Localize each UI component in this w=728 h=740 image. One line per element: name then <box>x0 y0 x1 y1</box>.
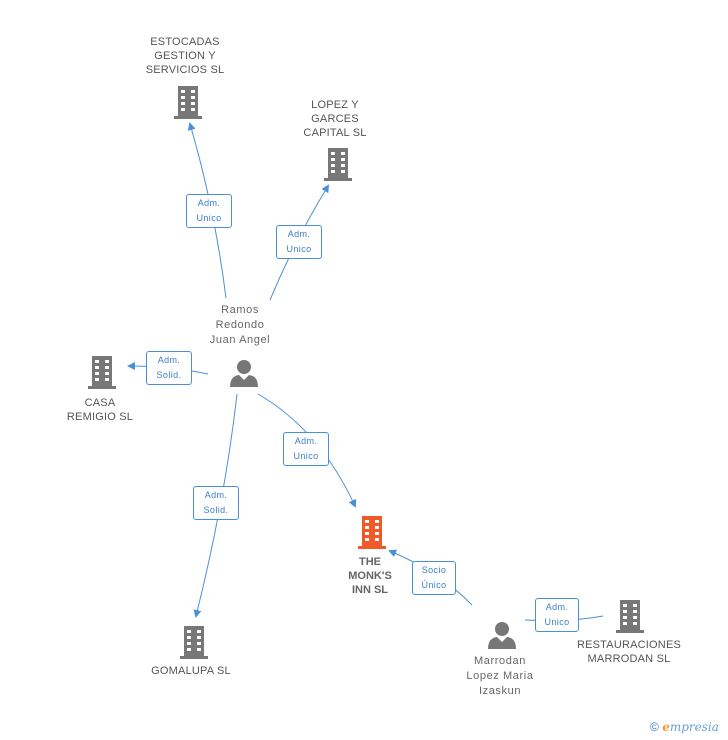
building-icon-main[interactable] <box>356 514 388 550</box>
relation-box[interactable]: Adm. Unico <box>283 432 329 466</box>
footer-brand: © empresia <box>650 720 719 734</box>
relation-box[interactable]: Adm. Unico <box>186 194 232 228</box>
company-label-restauraciones[interactable]: RESTAURACIONES MARRODAN SL <box>576 639 682 665</box>
company-label-lopez-garces[interactable]: LOPEZ Y GARCES CAPITAL SL <box>303 99 367 139</box>
company-label-monks-inn[interactable]: THE MONK'S INN SL <box>348 556 392 596</box>
building-icon[interactable] <box>86 354 118 390</box>
person-icon[interactable] <box>229 358 259 388</box>
relation-box[interactable]: Adm. Unico <box>276 225 322 259</box>
building-icon[interactable] <box>614 598 646 634</box>
company-label-gomalupa[interactable]: GOMALUPA SL <box>151 665 231 677</box>
company-label-estocadas[interactable]: ESTOCADAS GESTION Y SERVICIOS SL <box>145 36 225 76</box>
building-icon[interactable] <box>172 84 204 120</box>
person-icon[interactable] <box>487 620 517 650</box>
person-label-ramos[interactable]: Ramos Redondo Juan Angel <box>209 304 271 346</box>
relation-box[interactable]: Socio Único <box>412 561 456 595</box>
brand-logo-e: e <box>662 720 670 734</box>
company-label-casa-remigio[interactable]: CASA REMIGIO SL <box>66 397 134 423</box>
relation-box[interactable]: Adm. Solid. <box>146 351 192 385</box>
building-icon[interactable] <box>178 624 210 660</box>
relation-box[interactable]: Adm. Solid. <box>193 486 239 520</box>
brand-logo-text: mpresia <box>669 720 719 734</box>
person-label-marrodan[interactable]: Marrodan Lopez Maria Izaskun <box>466 655 534 697</box>
building-icon[interactable] <box>322 146 354 182</box>
copyright-icon: © <box>650 720 659 734</box>
relation-box[interactable]: Adm. Unico <box>535 598 579 632</box>
